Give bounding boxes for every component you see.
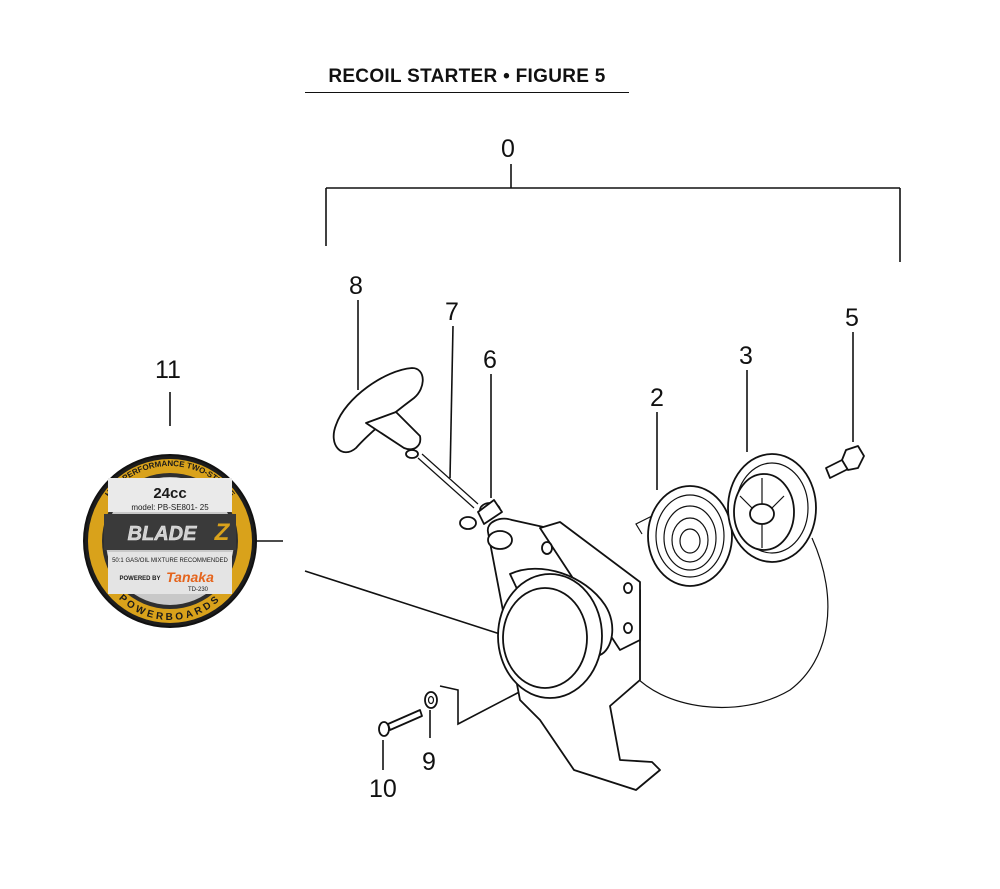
- washer: [424, 691, 438, 709]
- starter-rope: [629, 537, 829, 708]
- callout-0: 0: [501, 135, 515, 163]
- decal-maker: Tanaka: [166, 569, 214, 585]
- pulley-bolt: [825, 445, 865, 479]
- decal-mixture: 50:1 GAS/OIL MIXTURE RECOMMENDED: [112, 558, 228, 564]
- starter-rope-segment: [417, 453, 479, 509]
- callout-7: 7: [445, 298, 459, 326]
- callout-2: 2: [650, 384, 664, 412]
- callout-3: 3: [739, 342, 753, 370]
- housing-screw: [378, 709, 423, 737]
- engine-label-decal: HIGH-PERFORMANCE TWO-STROKE POWERBOARDS …: [83, 454, 257, 628]
- assembly-bracket: [325, 164, 901, 262]
- callout-10: 10: [369, 775, 397, 803]
- decal-brand-z: Z: [214, 519, 231, 546]
- decal-brand: BLADE: [128, 523, 198, 545]
- starter-housing: [487, 517, 661, 791]
- starter-handle: [332, 367, 424, 459]
- callout-9: 9: [422, 748, 436, 776]
- callout-5: 5: [845, 304, 859, 332]
- callout-6: 6: [483, 346, 497, 374]
- rope-guide: [459, 499, 503, 530]
- decal-powered-by: POWERED BY: [119, 576, 160, 582]
- decal-displacement: 24cc: [153, 485, 186, 502]
- decal-engine: TD-230: [188, 587, 209, 593]
- callout-11: 11: [155, 356, 181, 384]
- recoil-spring: [635, 485, 733, 587]
- callout-8: 8: [349, 272, 363, 300]
- page-title: RECOIL STARTER • FIGURE 5: [305, 66, 629, 93]
- decal-model: model: PB-SE801- 25: [131, 503, 209, 512]
- pulley-reel: [727, 453, 817, 563]
- leader-lines: [169, 300, 854, 770]
